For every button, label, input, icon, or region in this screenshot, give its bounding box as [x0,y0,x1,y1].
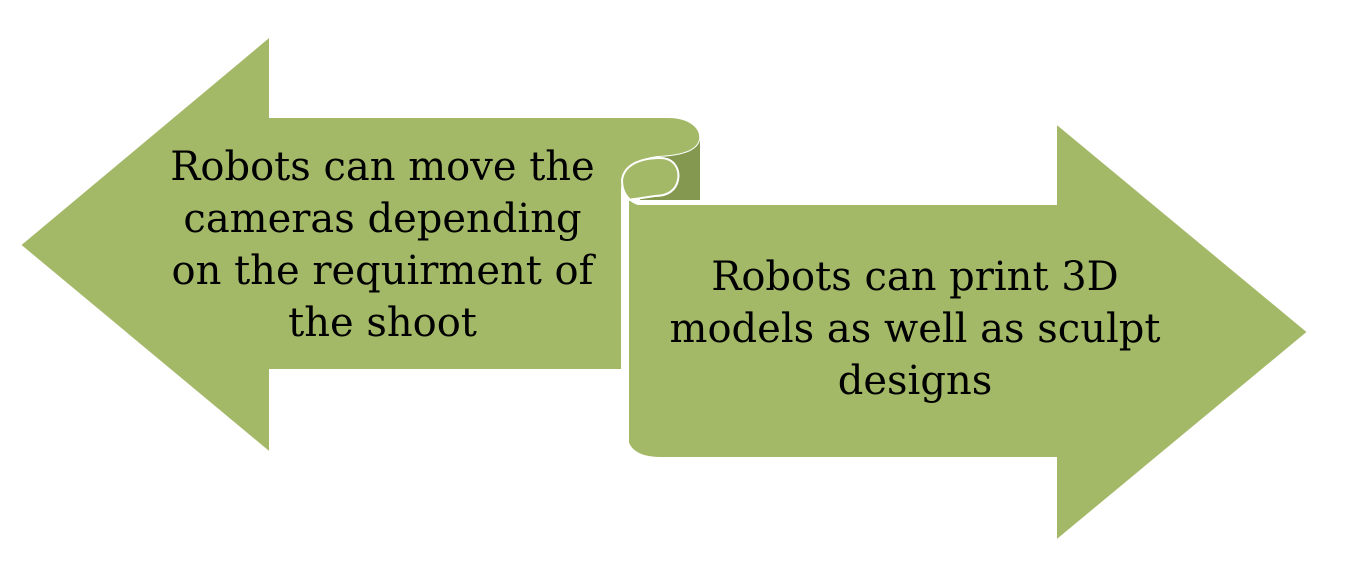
left-arrow-text: Robots can move the cameras depending on… [170,144,595,346]
right-arrow-text: Robots can print 3D models as well as sc… [669,254,1161,404]
right-arrow-shape [620,120,1310,544]
